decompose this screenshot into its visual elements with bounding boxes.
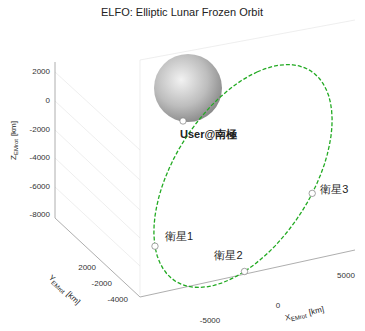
moon-sphere <box>154 54 222 122</box>
axis-letter: Z <box>9 155 18 160</box>
position-dot <box>241 268 247 274</box>
tick-label: 2000 <box>78 264 96 272</box>
satellite-label: 衛星1 <box>165 231 193 242</box>
axis-subscript: EMrot <box>50 279 66 294</box>
tick-label: -2000 <box>92 280 112 288</box>
tick-label: -6000 <box>30 183 50 191</box>
tick-label: 5000 <box>337 272 355 280</box>
satellite-label: 衛星2 <box>214 250 242 261</box>
grid <box>55 20 355 295</box>
axis-subscript: EMrot <box>13 139 19 155</box>
tick-label: -2000 <box>30 126 50 134</box>
chart-title: ELFO: Elliptic Lunar Frozen Orbit <box>101 7 263 18</box>
axis-unit: [km] <box>308 304 325 316</box>
satellite-label: 衛星3 <box>320 184 348 195</box>
axis-label: ZEMrot [km] <box>10 120 19 159</box>
tick-label: -8000 <box>30 211 50 219</box>
tick-label: -5000 <box>200 317 220 325</box>
axis-subscript: EMrot <box>291 312 308 321</box>
tick-label: 2000 <box>32 68 50 76</box>
position-dot <box>180 118 186 124</box>
point-label: User@南極 <box>180 129 237 140</box>
axis-unit: [km] <box>65 289 82 306</box>
tick-label: -4000 <box>108 296 128 304</box>
satellite-dots <box>152 118 316 275</box>
axis-unit: [km] <box>9 120 18 135</box>
axis-label: XEMrot[km] <box>285 305 325 323</box>
tick-label: 0 <box>276 302 280 310</box>
orbit-ellipse <box>154 65 332 288</box>
position-dot <box>152 243 158 249</box>
tick-label: -4000 <box>30 154 50 162</box>
position-dot <box>309 190 315 196</box>
tick-label: 0 <box>46 97 50 105</box>
axis-label: YEMrot[km] <box>46 273 81 306</box>
